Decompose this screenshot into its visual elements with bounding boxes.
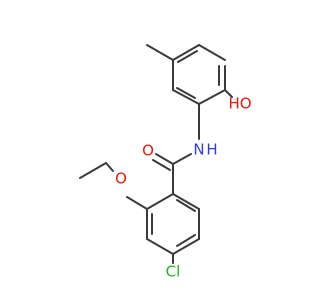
chloro-ethoxy-phenyl-ring	[126, 193, 200, 264]
carbonyl-oxygen-label: O	[142, 142, 154, 160]
ring-double-bond	[176, 87, 196, 99]
ethyl-bond	[79, 162, 107, 179]
hydroxyl-bond	[224, 89, 233, 98]
ring-bond	[172, 193, 200, 210]
ethyl-bond	[105, 162, 114, 172]
ring-bond	[198, 89, 226, 105]
molecule-structure-diagram: HO N H O O Cl	[79, 44, 252, 281]
amide-hydrogen-label: H	[206, 141, 217, 159]
ring-bond	[198, 44, 226, 61]
carbonyl-double-bond	[155, 153, 174, 165]
hydroxyl-label: HO	[228, 95, 251, 113]
chlorine-label: Cl	[166, 263, 181, 281]
ring-bond	[172, 44, 200, 61]
ring-bond	[146, 193, 174, 210]
ether-oxygen-label: O	[115, 170, 127, 188]
ring-bond	[172, 238, 200, 255]
ring-double-bond	[177, 50, 198, 63]
ring-bond	[146, 238, 174, 255]
ether-bond	[126, 196, 148, 210]
carbonyl-double-bond	[152, 159, 171, 171]
ring-bond	[172, 89, 200, 105]
nitrogen-carbonyl-bond	[172, 153, 192, 165]
ring-double-bond	[176, 199, 196, 212]
ring-double-bond	[176, 234, 196, 247]
ethoxy-chain	[79, 162, 114, 179]
amide-nitrogen-label: N	[193, 141, 204, 159]
hydroxy-methyl-phenyl-ring	[146, 44, 233, 140]
amide-group	[152, 153, 192, 195]
methyl-bond	[146, 44, 174, 61]
